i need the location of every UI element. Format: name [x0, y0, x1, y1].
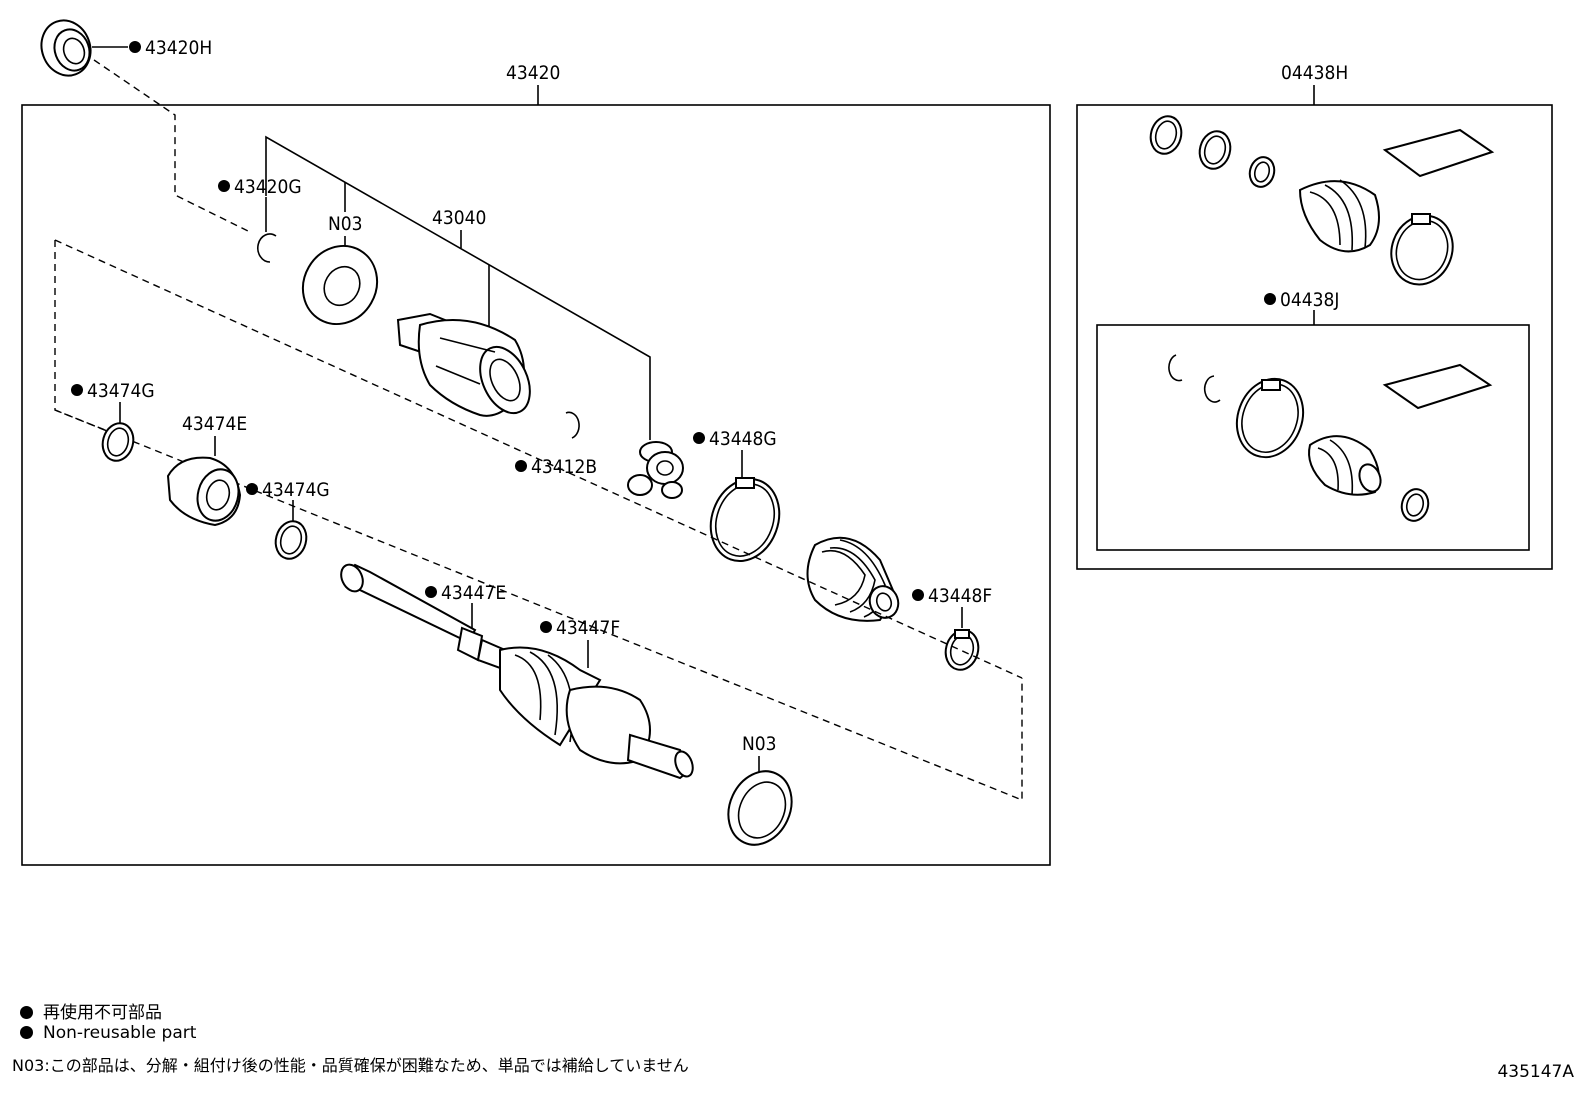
- kit-04438J-parts: [1168, 354, 1493, 522]
- legend-line-1: 再使用不可部品: [20, 998, 162, 1023]
- clip-43412B: [565, 411, 580, 439]
- outer-joint-boot: [499, 646, 694, 780]
- label-43448G: 43448G: [709, 428, 777, 450]
- label-04438J: 04438J: [1280, 289, 1339, 311]
- clamp-43448G: [709, 477, 781, 563]
- non-reusable-dot-icon: [20, 1026, 33, 1039]
- label-04438H: 04438H: [1281, 62, 1348, 84]
- clamp-43448F: [944, 629, 980, 671]
- damper-43474E: [166, 456, 242, 527]
- tripod-joint: [627, 441, 684, 499]
- label-43412B: 43412B: [531, 456, 597, 478]
- label-43447F: 43447F: [556, 617, 620, 639]
- assembly-frame-04438J: [1096, 324, 1530, 551]
- label-43420: 43420: [506, 62, 560, 84]
- seal-43420H: [40, 19, 92, 77]
- label-43420G: 43420G: [234, 176, 302, 198]
- drive-shaft: [340, 563, 507, 670]
- assembly-frame-43420: [21, 104, 1051, 866]
- assembly-frame-04438H: [1076, 104, 1553, 570]
- kit-04438H-parts: [1149, 115, 1495, 286]
- clamp-43474G-a: [101, 422, 135, 462]
- washer-N03-upper: [301, 244, 379, 326]
- diagram-code: 435147A: [1497, 1062, 1574, 1082]
- label-N03-b: N03: [742, 733, 777, 755]
- label-N03-a: N03: [328, 213, 363, 235]
- label-43474G-b: 43474G: [262, 479, 330, 501]
- washer-N03-lower: [727, 770, 793, 846]
- label-43040: 43040: [432, 207, 486, 229]
- legend-line-2: Non-reusable part: [20, 1023, 196, 1043]
- legend-line-3: N03:この部品は、分解・組付け後の性能・品質確保が困難なため、単品では補給して…: [12, 1056, 689, 1075]
- clip-43420G: [257, 233, 277, 263]
- inner-joint-43040: [396, 312, 531, 417]
- clamp-43474G-b: [274, 520, 308, 560]
- label-43474G-a: 43474G: [87, 380, 155, 402]
- label-43447E: 43447E: [441, 582, 506, 604]
- non-reusable-dot-icon: [20, 1006, 33, 1019]
- label-43474E: 43474E: [182, 413, 247, 435]
- label-43420H: 43420H: [145, 37, 212, 59]
- label-43448F: 43448F: [928, 585, 992, 607]
- boot-inner: [806, 536, 900, 622]
